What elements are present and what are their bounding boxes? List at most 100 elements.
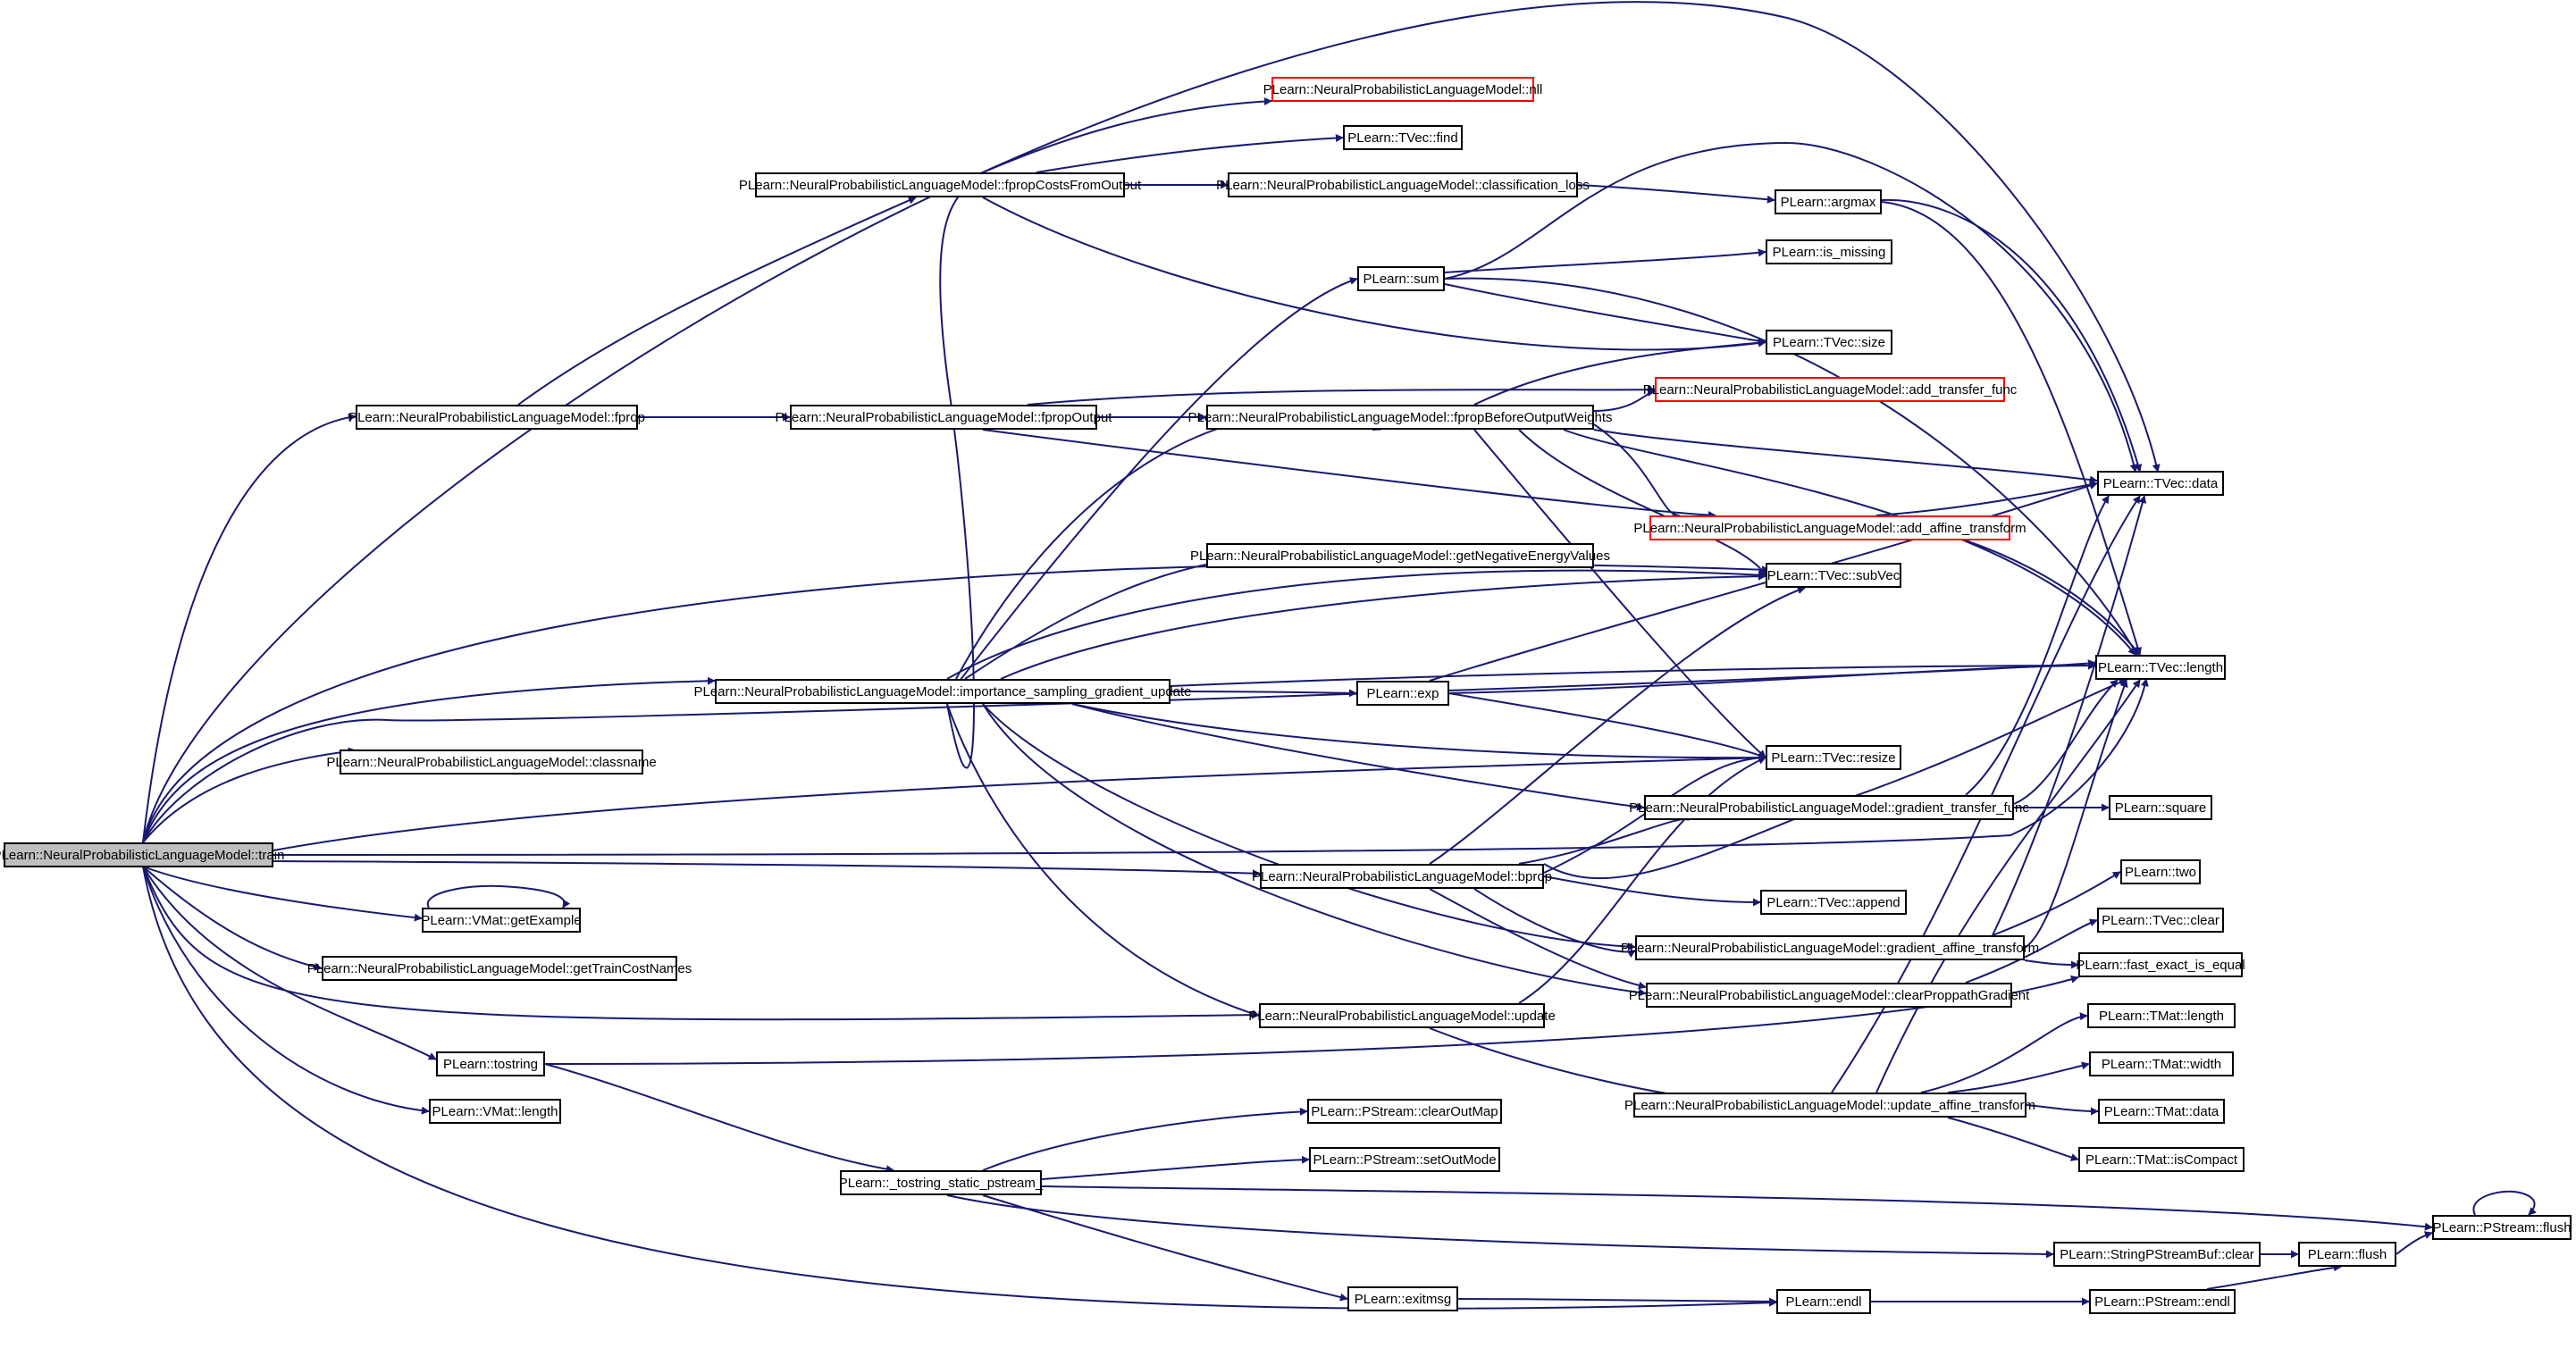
call-edge xyxy=(1429,482,2098,682)
node-resize[interactable]: PLearn::TVec::resize xyxy=(1766,745,1901,770)
call-edge xyxy=(1473,339,1766,406)
node-fprop[interactable]: PLearn::NeuralProbabilisticLanguageModel… xyxy=(348,405,645,430)
call-edge xyxy=(1071,703,1766,762)
node-endl[interactable]: PLearn::endl xyxy=(1776,1289,1871,1314)
node-gtf[interactable]: PLearn::NeuralProbabilisticLanguageModel… xyxy=(1629,795,2029,820)
call-edge xyxy=(1444,141,2138,473)
node-isgu[interactable]: PLearn::NeuralProbabilisticLanguageModel… xyxy=(693,679,1192,704)
call-edge xyxy=(1448,661,2096,694)
node-label: PLearn::flush xyxy=(2307,1246,2387,1262)
node-mlength[interactable]: PLearn::TMat::length xyxy=(2087,1003,2236,1028)
node-label: PLearn::PStream::endl xyxy=(2094,1294,2230,1310)
node-classname[interactable]: PLearn::NeuralProbabilisticLanguageModel… xyxy=(326,749,657,775)
node-label: PLearn::PStream::setOutMode xyxy=(1313,1151,1497,1168)
call-edge xyxy=(1965,918,2098,984)
node-square[interactable]: PLearn::square xyxy=(2109,795,2212,820)
node-uat[interactable]: PLearn::NeuralProbabilisticLanguageModel… xyxy=(1624,1093,2035,1118)
node-psflush[interactable]: PLearn::PStream::flush xyxy=(2432,1215,2572,1240)
call-edge xyxy=(1473,429,1766,758)
call-edges xyxy=(142,1,2537,1310)
node-psendl[interactable]: PLearn::PStream::endl xyxy=(2089,1289,2236,1314)
node-label: PLearn::NeuralProbabilisticLanguageModel… xyxy=(326,754,657,770)
node-nll[interactable]: PLearn::NeuralProbabilisticLanguageModel… xyxy=(1263,77,1542,102)
node-label: PLearn::PStream::flush xyxy=(2432,1219,2572,1235)
node-feie[interactable]: PLearn::fast_exact_is_equal xyxy=(2076,952,2245,977)
node-label: PLearn::square xyxy=(2114,800,2207,816)
node-mwidth[interactable]: PLearn::TMat::width xyxy=(2089,1051,2234,1076)
node-clearoutmap[interactable]: PLearn::PStream::clearOutMap xyxy=(1307,1099,1502,1124)
node-tlength[interactable]: PLearn::TVec::length xyxy=(2095,655,2226,680)
call-edge xyxy=(142,866,1260,1021)
call-edge xyxy=(1875,679,2141,1093)
node-update[interactable]: PLearn::NeuralProbabilisticLanguageModel… xyxy=(1248,1003,1556,1028)
node-label: PLearn::TMat::data xyxy=(2103,1103,2219,1119)
node-label: PLearn::NeuralProbabilisticLanguageModel… xyxy=(1620,940,2040,956)
call-edge xyxy=(1965,495,2110,796)
node-cpg[interactable]: PLearn::NeuralProbabilisticLanguageModel… xyxy=(1629,983,2029,1008)
node-train: PLearn::NeuralProbabilisticLanguageModel… xyxy=(0,842,284,867)
call-edge xyxy=(982,703,1636,951)
node-fpropout[interactable]: PLearn::NeuralProbabilisticLanguageModel… xyxy=(776,405,1112,430)
call-edge xyxy=(1170,689,1357,698)
node-label: PLearn::endl xyxy=(1785,1294,1862,1310)
node-ismissing[interactable]: PLearn::is_missing xyxy=(1766,239,1892,264)
node-gnev[interactable]: PLearn::NeuralProbabilisticLanguageModel… xyxy=(1190,543,1610,568)
call-edge xyxy=(142,747,357,843)
node-tostring[interactable]: PLearn::tostring xyxy=(436,1051,545,1076)
node-setoutmode[interactable]: PLearn::PStream::setOutMode xyxy=(1309,1147,1500,1172)
call-edge xyxy=(982,96,1272,173)
node-label: PLearn::_tostring_static_pstream_ xyxy=(838,1175,1044,1191)
node-size[interactable]: PLearn::TVec::size xyxy=(1766,330,1892,355)
node-getex[interactable]: PLearn::VMat::getExample xyxy=(421,908,582,933)
node-iscompact[interactable]: PLearn::TMat::isCompact xyxy=(2078,1147,2245,1172)
node-label: PLearn::NeuralProbabilisticLanguageModel… xyxy=(1187,409,1613,425)
node-sum[interactable]: PLearn::sum xyxy=(1357,266,1445,291)
node-label: PLearn::NeuralProbabilisticLanguageModel… xyxy=(775,409,1112,425)
call-edge xyxy=(142,676,716,843)
node-subvec[interactable]: PLearn::TVec::subVec xyxy=(1766,563,1901,588)
call-edge xyxy=(1027,385,1656,406)
call-edge xyxy=(1444,283,1766,346)
node-exp[interactable]: PLearn::exp xyxy=(1356,681,1449,706)
node-label: PLearn::NeuralProbabilisticLanguageModel… xyxy=(1263,81,1543,97)
node-argmax[interactable]: PLearn::argmax xyxy=(1775,189,1882,214)
call-edge xyxy=(2206,1263,2342,1290)
node-addtf[interactable]: PLearn::NeuralProbabilisticLanguageModel… xyxy=(1643,377,2017,402)
call-edge xyxy=(982,1194,1348,1302)
node-gtcn[interactable]: PLearn::NeuralProbabilisticLanguageModel… xyxy=(307,956,692,981)
node-label: PLearn::NeuralProbabilisticLanguageModel… xyxy=(738,177,1142,193)
node-label: PLearn::TVec::subVec xyxy=(1766,567,1901,583)
node-tsps[interactable]: PLearn::_tostring_static_pstream_ xyxy=(838,1170,1044,1195)
node-gat[interactable]: PLearn::NeuralProbabilisticLanguageModel… xyxy=(1621,935,2039,960)
call-edge xyxy=(1473,888,1636,959)
node-mdata[interactable]: PLearn::TMat::data xyxy=(2098,1099,2225,1124)
node-tclear[interactable]: PLearn::TVec::clear xyxy=(2097,908,2224,933)
node-fbow[interactable]: PLearn::NeuralProbabilisticLanguageModel… xyxy=(1188,405,1613,430)
node-closs[interactable]: PLearn::NeuralProbabilisticLanguageModel… xyxy=(1216,172,1590,197)
node-bprop[interactable]: PLearn::NeuralProbabilisticLanguageModel… xyxy=(1252,864,1552,889)
node-addaff[interactable]: PLearn::NeuralProbabilisticLanguageModel… xyxy=(1633,515,2026,540)
node-label: PLearn::NeuralProbabilisticLanguageModel… xyxy=(0,847,285,863)
node-label: PLearn::NeuralProbabilisticLanguageModel… xyxy=(348,409,645,425)
node-fpcfo[interactable]: PLearn::NeuralProbabilisticLanguageModel… xyxy=(739,172,1141,197)
node-spbclear[interactable]: PLearn::StringPStreamBuf::clear xyxy=(2053,1242,2261,1267)
node-flush[interactable]: PLearn::flush xyxy=(2298,1242,2396,1267)
node-tdata[interactable]: PLearn::TVec::data xyxy=(2097,471,2224,496)
call-edge xyxy=(1593,429,2098,484)
node-two[interactable]: PLearn::two xyxy=(2120,859,2201,884)
call-edge xyxy=(1000,572,1766,680)
call-edge xyxy=(982,429,1716,520)
call-edge xyxy=(1041,1155,1310,1180)
call-edge xyxy=(946,277,1358,698)
node-find[interactable]: PLearn::TVec::find xyxy=(1343,125,1463,150)
call-edge xyxy=(273,860,1261,878)
node-vlength[interactable]: PLearn::VMat::length xyxy=(429,1099,561,1124)
call-edge xyxy=(142,866,323,971)
call-edge xyxy=(142,1,2161,843)
node-append[interactable]: PLearn::TVec::append xyxy=(1760,890,1907,915)
node-exitmsg[interactable]: PLearn::exitmsg xyxy=(1347,1286,1458,1311)
call-edge xyxy=(1947,1117,2079,1161)
call-edge xyxy=(426,884,571,909)
call-edge xyxy=(544,975,2079,1065)
